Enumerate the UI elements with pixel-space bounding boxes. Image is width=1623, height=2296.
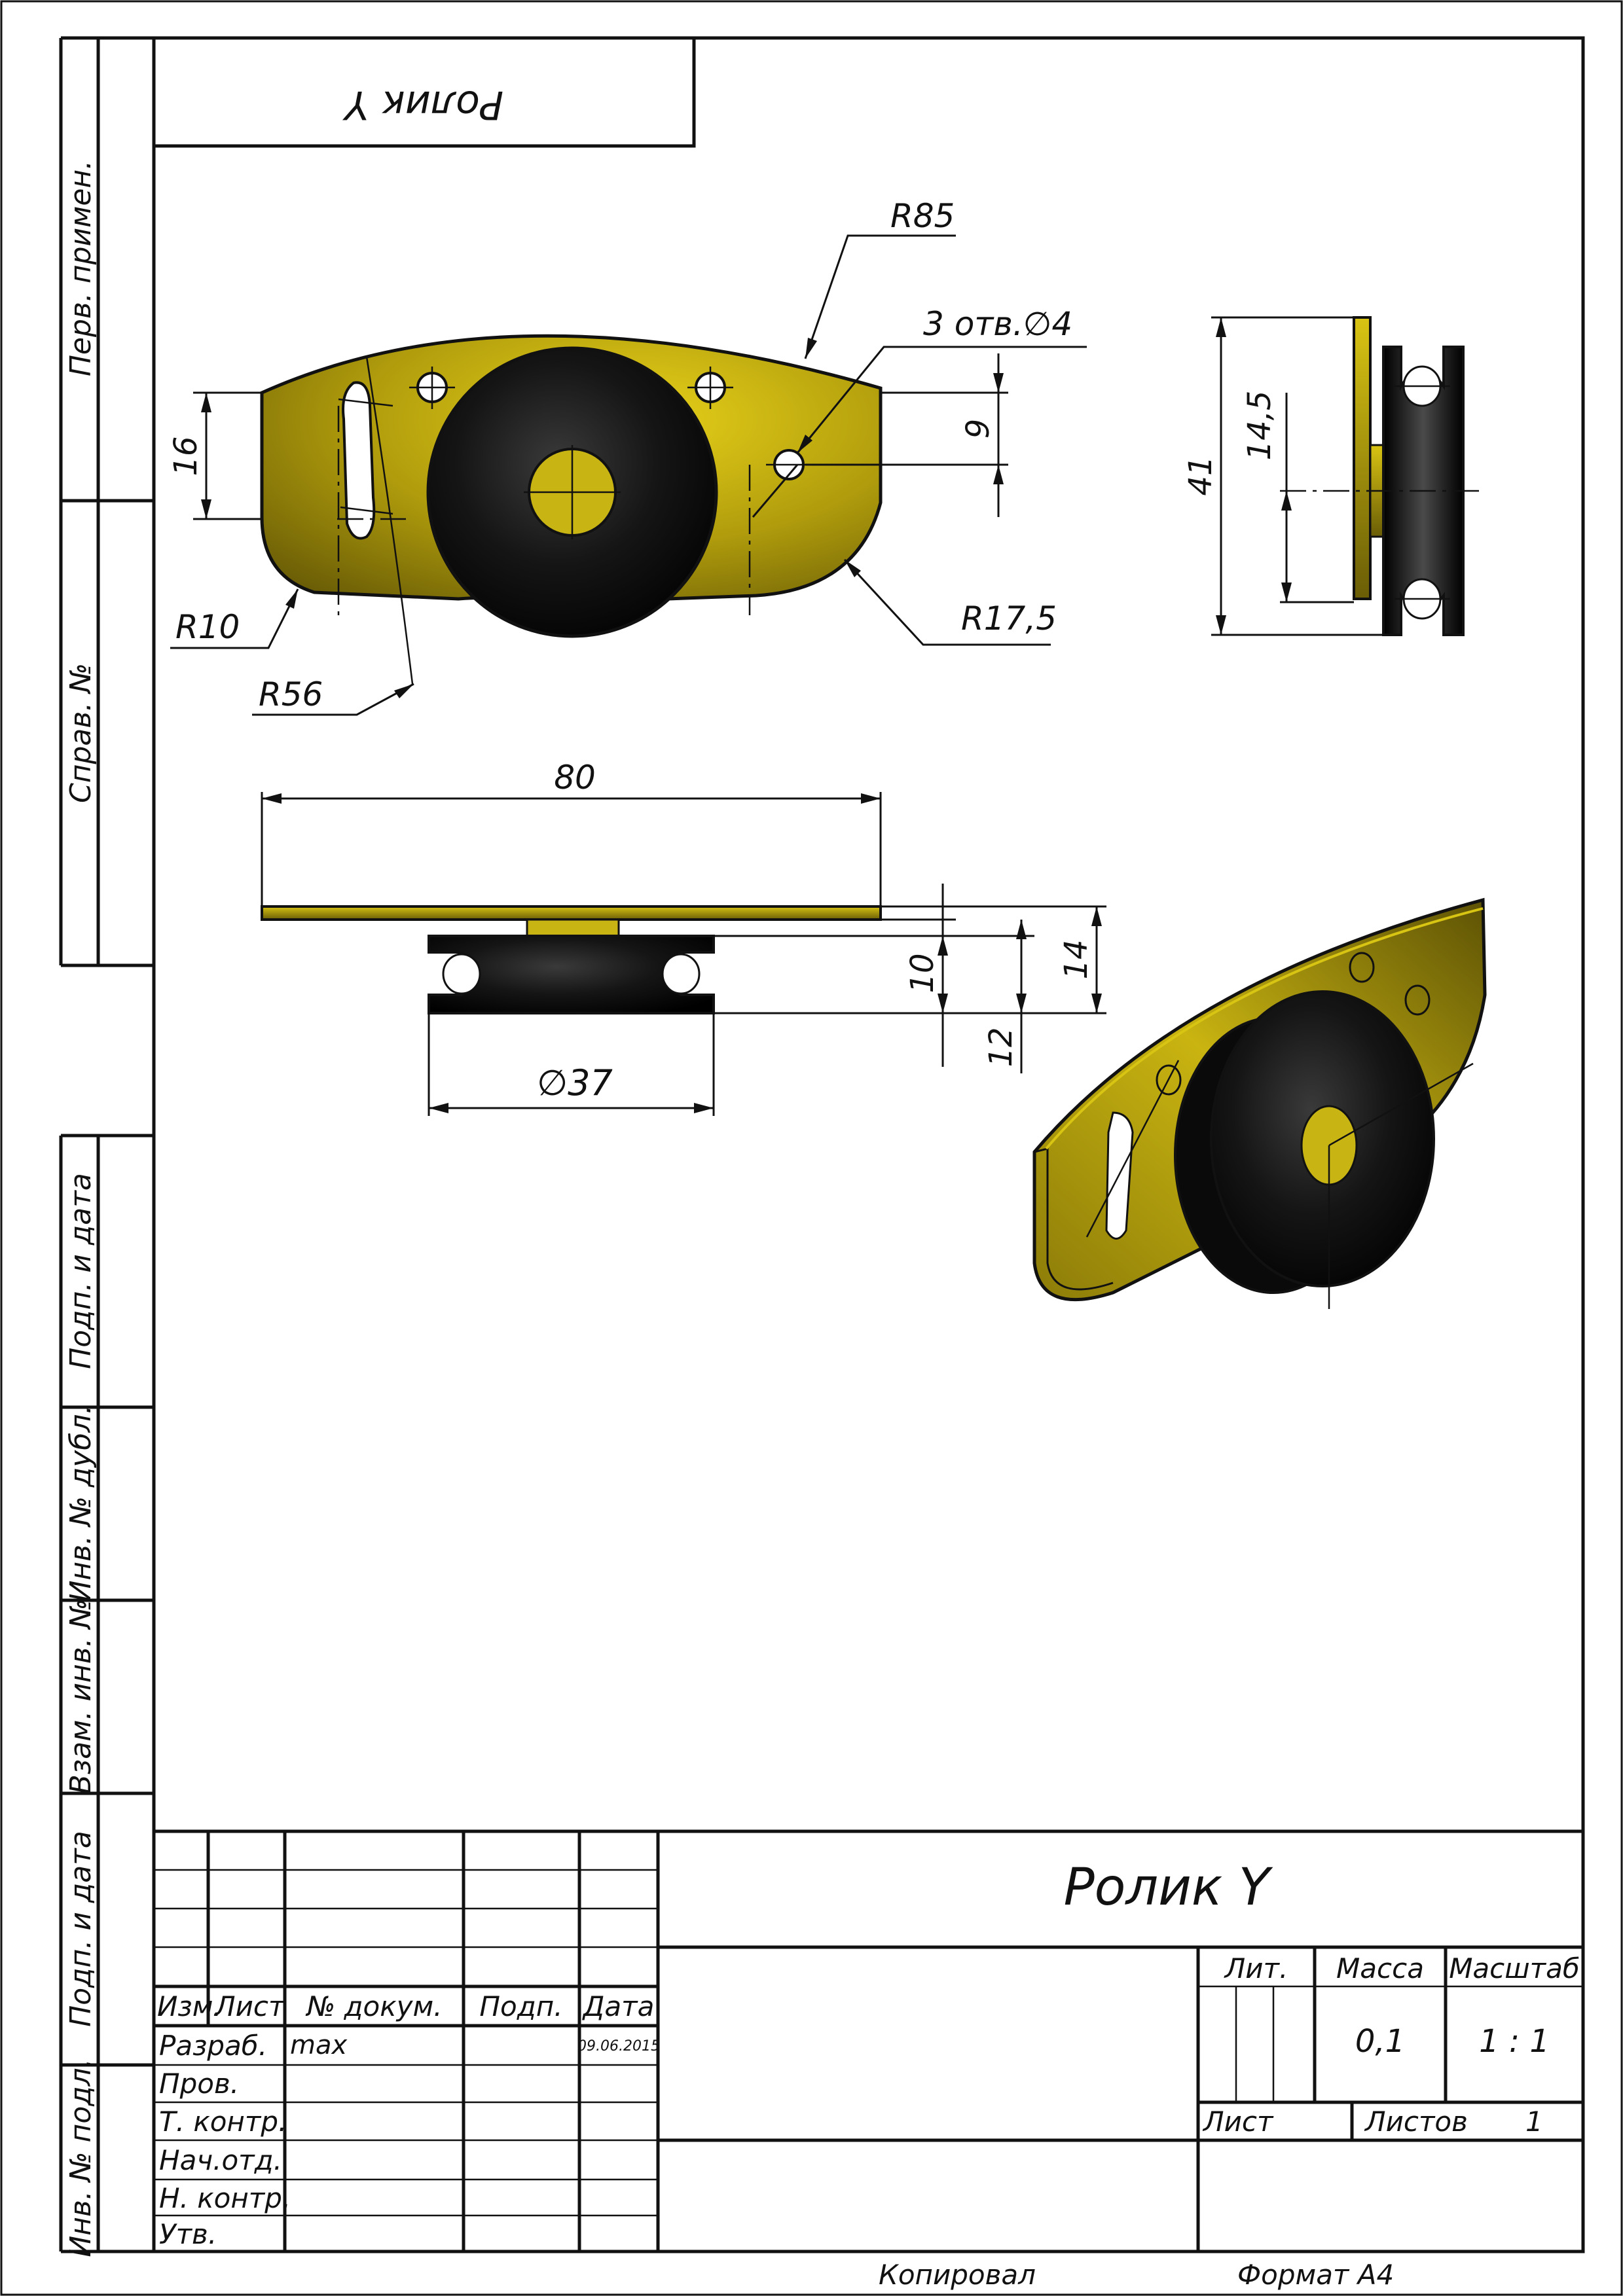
stamp-vzam-inv: Взам. инв. № [64, 1599, 98, 1795]
stamp-podp-data-2: Подп. и дата [64, 1831, 98, 2027]
top-dimensions [261, 792, 1106, 1116]
stamp-inv-podl: Инв. № подл. [64, 2058, 98, 2257]
scale-value: 1 : 1 [1479, 2023, 1550, 2060]
developer-date: 09.06.2015 [577, 2038, 660, 2054]
dim-41: 41 [1182, 456, 1219, 495]
dim-80: 80 [554, 759, 596, 797]
stamp-inv-dubl: Инв. № дубл. [64, 1405, 98, 1602]
rotated-name-box [152, 36, 696, 148]
top-view [261, 905, 882, 1014]
row-n-kontr: Н. контр. [159, 2182, 291, 2214]
isometric-view [1032, 897, 1487, 1309]
side-dimensions [1211, 316, 1383, 636]
mass-value: 0,1 [1355, 2023, 1405, 2060]
row-razrab: Разраб. [159, 2030, 267, 2062]
dim-12: 12 [983, 1027, 1019, 1067]
header-podp: Подп. [479, 1990, 562, 2022]
mass-label: Масса [1336, 1952, 1424, 1984]
stamp-sprav-no: Справ. № [64, 663, 98, 803]
title-part-name: Ролик Y [1064, 1858, 1273, 1917]
rotated-part-name: Ролик Y [342, 82, 504, 128]
developer-name: max [290, 2030, 347, 2060]
title-block-lines [154, 1829, 1583, 2251]
dim-16: 16 [168, 436, 204, 476]
row-utv: Утв. [159, 2218, 217, 2250]
row-prov: Пров. [159, 2068, 239, 2100]
sheets-label: Листов [1364, 2106, 1468, 2138]
dim-9: 9 [960, 419, 996, 439]
dim-14: 14 [1058, 939, 1095, 979]
dim-10: 10 [904, 953, 941, 993]
front-dimensions [170, 234, 1087, 716]
dim-r10: R10 [175, 608, 240, 646]
row-t-kontr: Т. контр. [159, 2106, 287, 2138]
row-nach-otd: Нач.отд. [159, 2144, 282, 2176]
header-doc-no: № докум. [305, 1990, 442, 2022]
slot [342, 381, 376, 540]
side-stamp-column [59, 36, 154, 2253]
dim-d37: ∅37 [537, 1062, 613, 1103]
front-view [260, 334, 883, 685]
header-izm: Изм. [157, 1990, 222, 2022]
lit-label: Лит. [1224, 1952, 1288, 1984]
sheets-value: 1 [1525, 2106, 1543, 2138]
header-list: Лист [213, 1990, 285, 2022]
stamp-podp-data-1: Подп. и дата [64, 1173, 98, 1369]
header-data: Дата [582, 1990, 655, 2022]
side-view [1280, 316, 1483, 636]
stamp-perv-primen: Перв. примен. [64, 160, 98, 376]
sheet-label: Лист [1202, 2106, 1274, 2138]
dim-holes: 3 отв.∅4 [923, 305, 1072, 343]
scale-label: Масштаб [1449, 1952, 1580, 1984]
copied-label: Копировал [879, 2259, 1036, 2291]
dim-r17-5: R17,5 [961, 600, 1057, 637]
dim-r56: R56 [259, 675, 323, 713]
dim-r85: R85 [890, 197, 955, 235]
format-label: Формат A4 [1237, 2259, 1394, 2291]
dim-14-5: 14,5 [1241, 391, 1278, 461]
drawing-frame [152, 36, 1585, 2253]
